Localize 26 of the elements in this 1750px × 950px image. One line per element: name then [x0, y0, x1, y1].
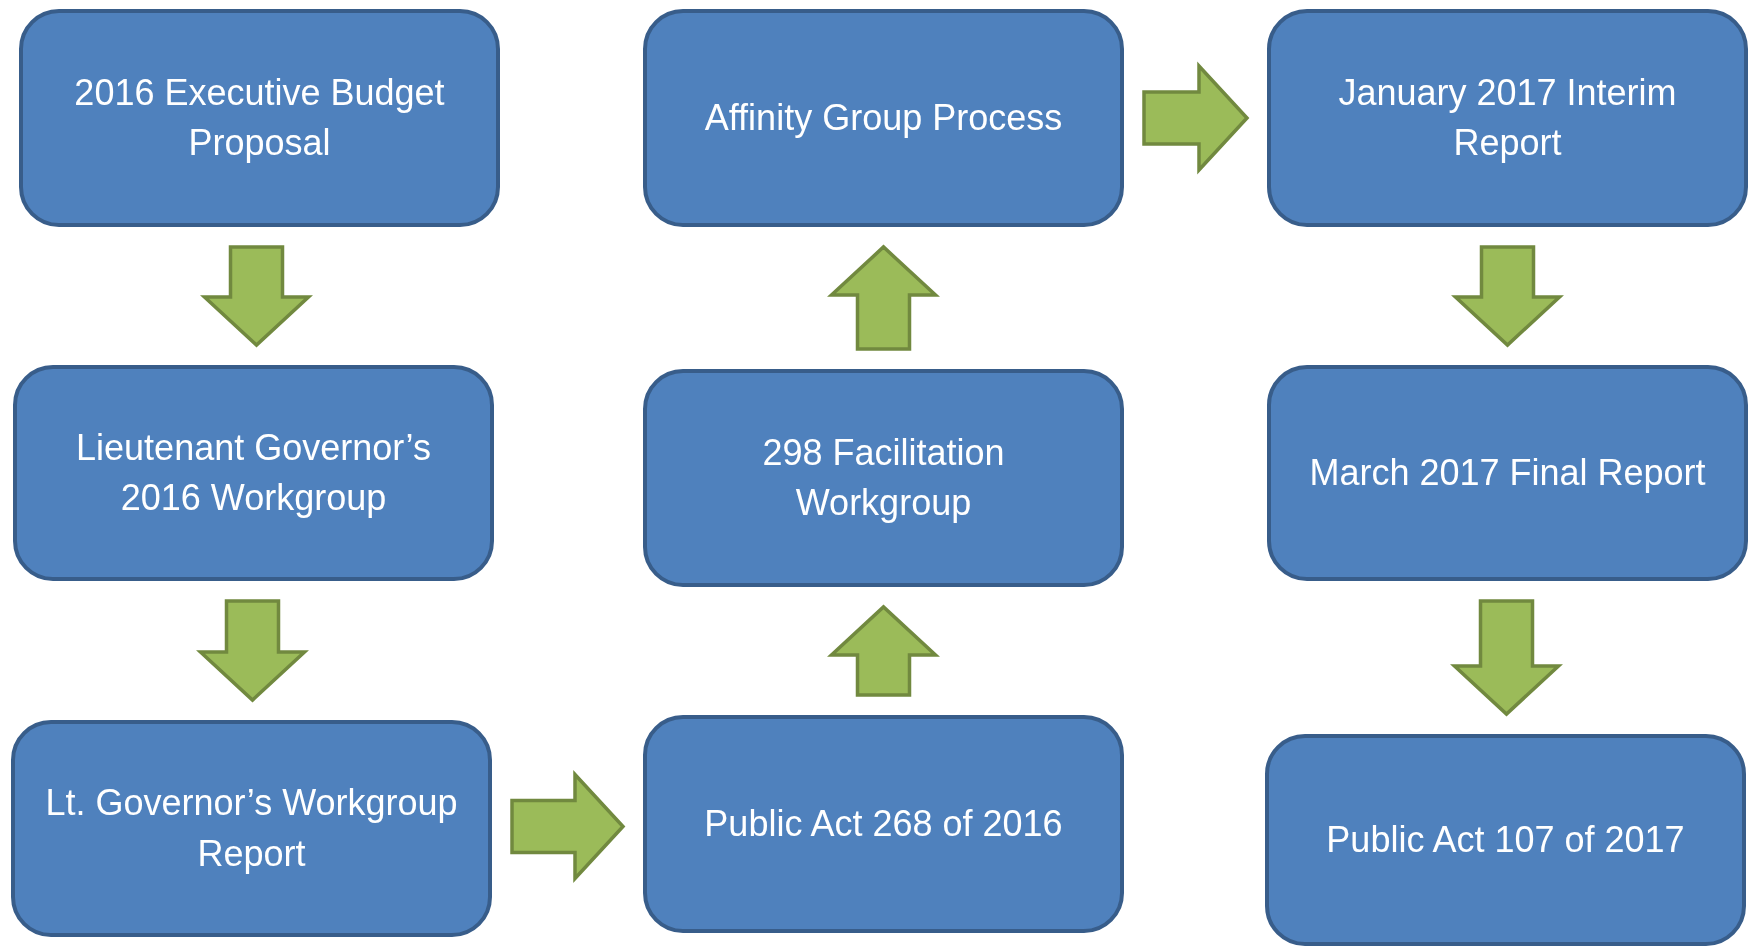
box-label: March 2017 Final Report [1309, 450, 1706, 495]
block-arrow [1451, 245, 1564, 348]
process-box [643, 369, 1124, 587]
block-arrow [1142, 61, 1250, 175]
block-arrow [827, 604, 940, 697]
box-label: Public Act 268 of 2016 [704, 801, 1063, 846]
box-label: 298 Facilitation Workgroup [761, 430, 1006, 525]
block-arrow [196, 599, 309, 703]
process-box [11, 720, 492, 937]
box-label: Lieutenant Governor’s 2016 Workgroup [75, 425, 432, 520]
box-label: Public Act 107 of 2017 [1326, 817, 1685, 862]
process-box [19, 9, 500, 227]
block-arrow [1450, 599, 1563, 717]
box-label: January 2017 Interim Report [1337, 70, 1678, 165]
block-arrow [200, 245, 313, 348]
process-box [1267, 9, 1748, 227]
block-arrow [827, 244, 940, 351]
process-box [643, 9, 1124, 227]
box-label: Affinity Group Process [704, 95, 1063, 140]
process-box [13, 365, 494, 581]
box-label: Lt. Governor’s Workgroup Report [44, 781, 459, 876]
block-arrow [510, 770, 626, 883]
process-box [643, 715, 1124, 933]
box-label: 2016 Executive Budget Proposal [73, 70, 446, 165]
process-box [1267, 365, 1748, 581]
process-box [1265, 734, 1746, 946]
